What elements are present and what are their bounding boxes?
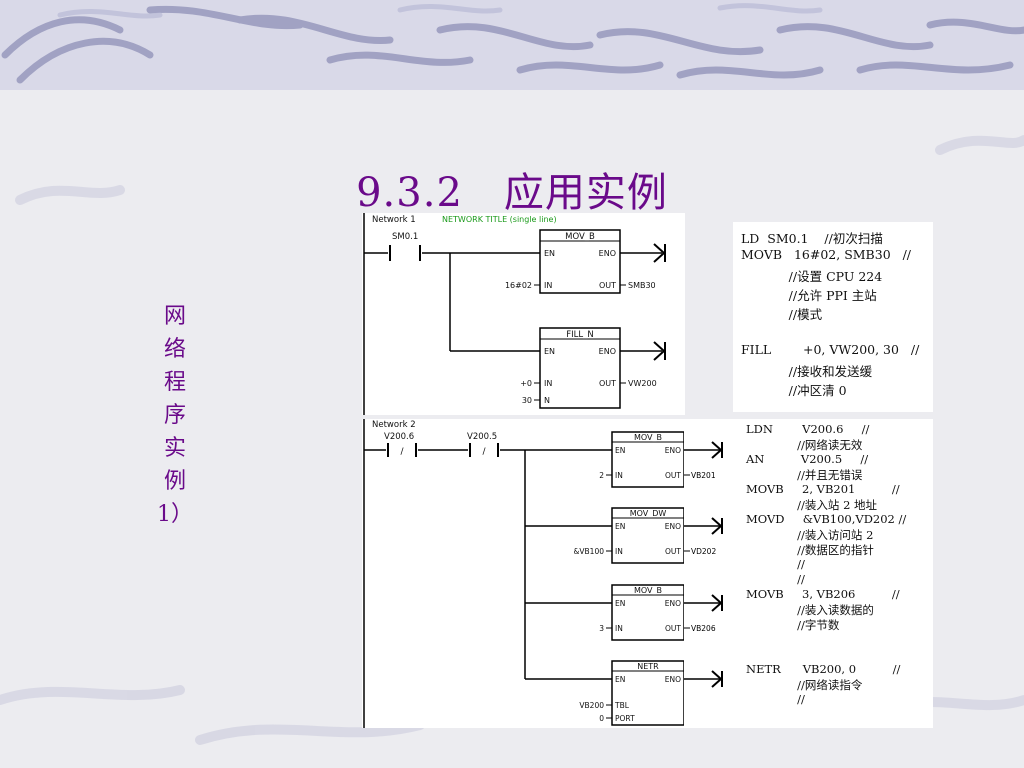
code-line: //字节数 (746, 618, 840, 632)
box-en: EN (615, 522, 625, 531)
box-out-value: SMB30 (628, 281, 656, 290)
box-tbl-value: VB200 (579, 701, 604, 710)
box-eno: ENO (599, 347, 616, 356)
code-line: // (746, 572, 805, 586)
code-line: FILL +0, VW200, 30 // (741, 342, 920, 357)
box-name: NETR (637, 662, 659, 671)
box-tbl: TBL (614, 701, 630, 710)
network-2-outputs: VB201 VD202 VB206 (684, 419, 740, 728)
side-label: 网 络 程 序 实 例 1） (157, 300, 193, 531)
box-name: FILL_N (566, 330, 593, 340)
box-out: OUT (665, 471, 681, 480)
code-line: //设置 CPU 224 (741, 269, 883, 284)
box-eno: ENO (599, 249, 616, 258)
box-out-value: VB201 (691, 471, 716, 480)
box-n-value: 30 (522, 396, 532, 405)
box-eno: ENO (665, 446, 681, 455)
code-line: // (746, 692, 805, 706)
code-line: // (746, 557, 805, 571)
statement-list-network-1: LD SM0.1 //初次扫描 MOVB 16#02, SMB30 // //设… (733, 222, 933, 412)
statement-list-network-2: LDN V200.6 // //网络读无效 AN V200.5 // //并且无… (740, 419, 933, 728)
ladder-network-1-diagram: Network 1 NETWORK TITLE (single line) SM… (363, 213, 666, 415)
box-en: EN (615, 675, 625, 684)
side-label-char: 1） (157, 502, 193, 527)
contact-label: V200.6 (384, 432, 414, 442)
ladder-network-2-diagram: Network 2 V200.6 V200.5 / / MOV_B EN ENO… (363, 419, 685, 728)
code-line: AN V200.5 // (746, 452, 869, 466)
box-port-value: 0 (599, 714, 604, 723)
box-in: IN (615, 624, 623, 633)
network-label: Network 1 (372, 215, 416, 225)
box-in-value: 2 (599, 471, 604, 480)
code-line: //装入访问站 2 (746, 528, 874, 542)
code-line: LD SM0.1 //初次扫描 (741, 231, 883, 246)
box-name: MOV_B (565, 232, 595, 242)
box-name: MOV_DW (630, 509, 667, 518)
box-out: OUT (665, 624, 681, 633)
contact-label: SM0.1 (392, 232, 418, 242)
code-line: //允许 PPI 主站 (741, 288, 877, 303)
side-label-char: 络 (163, 337, 186, 362)
box-in: IN (544, 379, 552, 388)
box-in-value: 3 (599, 624, 604, 633)
code-line: LDN V200.6 // (746, 422, 870, 436)
code-line: NETR VB200, 0 // (746, 662, 901, 676)
code-line: //模式 (741, 307, 823, 322)
box-eno: ENO (665, 675, 681, 684)
box-eno: ENO (665, 522, 681, 531)
box-en: EN (544, 249, 555, 258)
code-line: //接收和发送缓 (741, 364, 873, 379)
side-label-char: 例 (163, 469, 186, 494)
side-label-char: 实 (163, 436, 186, 461)
box-in: IN (615, 471, 623, 480)
box-out-value: VW200 (628, 379, 657, 388)
box-in: IN (544, 281, 552, 290)
box-out: OUT (665, 547, 681, 556)
box-out: OUT (599, 281, 616, 290)
ladder-network-1: Network 1 NETWORK TITLE (single line) SM… (362, 213, 685, 415)
box-in-value: 16#02 (505, 281, 532, 290)
side-label-char: 网 (163, 304, 186, 329)
box-name: MOV_B (634, 586, 662, 595)
code-line: //数据区的指针 (746, 543, 874, 557)
code-line: //网络读指令 (746, 678, 863, 692)
negated-contact-symbol: / (400, 447, 404, 457)
box-name: MOV_B (634, 433, 662, 442)
ladder-network-2: Network 2 V200.6 V200.5 / / MOV_B EN ENO… (362, 419, 685, 728)
box-in-value: &VB100 (574, 547, 605, 556)
side-label-char: 序 (163, 403, 186, 428)
box-in-value: +0 (520, 379, 532, 388)
box-out: OUT (599, 379, 616, 388)
network-title: NETWORK TITLE (single line) (442, 215, 557, 224)
box-port: PORT (615, 714, 635, 723)
side-label-char: 程 (163, 370, 186, 395)
code-line: //并且无错误 (746, 468, 863, 482)
box-in: IN (615, 547, 623, 556)
code-line: //网络读无效 (746, 438, 863, 452)
code-line: MOVB 3, VB206 // (746, 587, 900, 601)
code-line: MOVB 16#02, SMB30 // (741, 247, 911, 262)
network-label: Network 2 (372, 420, 416, 430)
box-en: EN (615, 599, 625, 608)
box-out-value: VB206 (691, 624, 716, 633)
slide-title: 9.3.2 应用实例 (356, 170, 668, 216)
box-en: EN (615, 446, 625, 455)
code-line: //装入站 2 地址 (746, 498, 878, 512)
code-line: MOVB 2, VB201 // (746, 482, 900, 496)
code-line: MOVD &VB100,VD202 // (746, 512, 907, 526)
box-eno: ENO (665, 599, 681, 608)
contact-label: V200.5 (467, 432, 497, 442)
box-out-value: VD202 (691, 547, 716, 556)
code-line: //装入读数据的 (746, 603, 874, 617)
code-line: //冲区清 0 (741, 383, 847, 398)
negated-contact-symbol: / (482, 447, 486, 457)
box-en: EN (544, 347, 555, 356)
box-n: N (544, 396, 550, 405)
